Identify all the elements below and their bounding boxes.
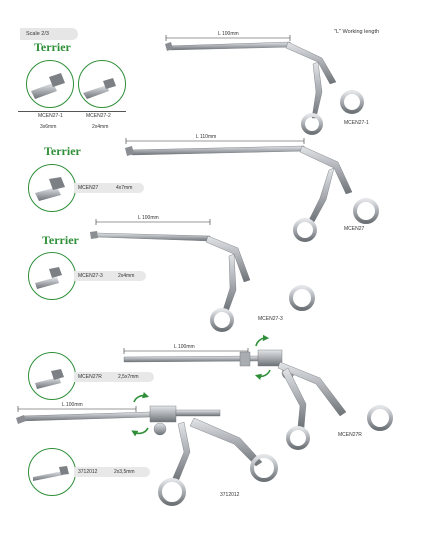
- detail-pill-mcen27: MCEN27 4x7mm: [74, 183, 144, 193]
- brand-terrier-2: Terrier: [44, 144, 81, 158]
- detail-code-mcen27-3: MCEN27-3: [78, 273, 103, 279]
- length-label-row4: L 100mm: [174, 344, 195, 350]
- detail-circle-mcen27-3: [28, 252, 76, 300]
- length-label-row5: L 100mm: [62, 402, 83, 408]
- detail-circle-mcen27-2: [78, 60, 126, 108]
- scale-label: Scale 2/3: [20, 28, 78, 40]
- model-label-mcen27r: MCEN27R: [338, 432, 362, 438]
- brand-terrier-3: Terrier: [42, 233, 79, 247]
- working-length-note: "L" Working length: [334, 29, 380, 35]
- detail-pill-mcen27r: MCEN27R 2,5x7mm: [74, 372, 154, 382]
- length-label-row2: L 110mm: [196, 134, 217, 140]
- detail-code-mcen27: MCEN27: [78, 185, 99, 191]
- detail-code-3712012: 3712012: [78, 469, 98, 475]
- instrument-mcen27r: [123, 334, 393, 450]
- model-label-3712012: 3712012: [220, 492, 240, 498]
- instrument-mcen27-3: [90, 219, 315, 332]
- detail-circle-mcen27: [28, 164, 76, 212]
- detail-size-mcen27: 4x7mm: [116, 185, 133, 191]
- detail-size-mcen27r: 2,5x7mm: [118, 374, 139, 380]
- detail-size-mcen27-3: 2x4mm: [118, 273, 135, 279]
- instrument-mcen27-1: [165, 35, 364, 135]
- detail-divider: [18, 111, 126, 112]
- model-label-mcen27-3: MCEN27-3: [258, 316, 283, 322]
- instrument-mcen27: [125, 138, 379, 242]
- detail-size-3712012: 2x3,5mm: [114, 469, 135, 475]
- instrument-3712012: [16, 392, 278, 506]
- detail-size-mcen27-1: 3x6mm: [40, 124, 57, 130]
- brand-terrier-1: Terrier: [34, 40, 71, 54]
- detail-circle-3712012: [28, 448, 76, 496]
- detail-pill-mcen27-3: MCEN27-3 2x4mm: [74, 271, 146, 281]
- model-label-mcen27-1: MCEN27-1: [344, 120, 369, 126]
- detail-code-mcen27-1: MCEN27-1: [38, 113, 63, 119]
- detail-circle-mcen27-1: [26, 60, 74, 108]
- detail-size-mcen27-2: 2x4mm: [92, 124, 109, 130]
- length-label-row1: L 100mm: [218, 31, 239, 37]
- detail-circle-mcen27r: [28, 352, 76, 400]
- length-label-row3: L 100mm: [138, 215, 159, 221]
- model-label-mcen27: MCEN27: [344, 226, 365, 232]
- detail-code-mcen27-2: MCEN27-2: [86, 113, 111, 119]
- detail-pill-3712012: 3712012 2x3,5mm: [74, 467, 150, 477]
- detail-code-mcen27r: MCEN27R: [78, 374, 102, 380]
